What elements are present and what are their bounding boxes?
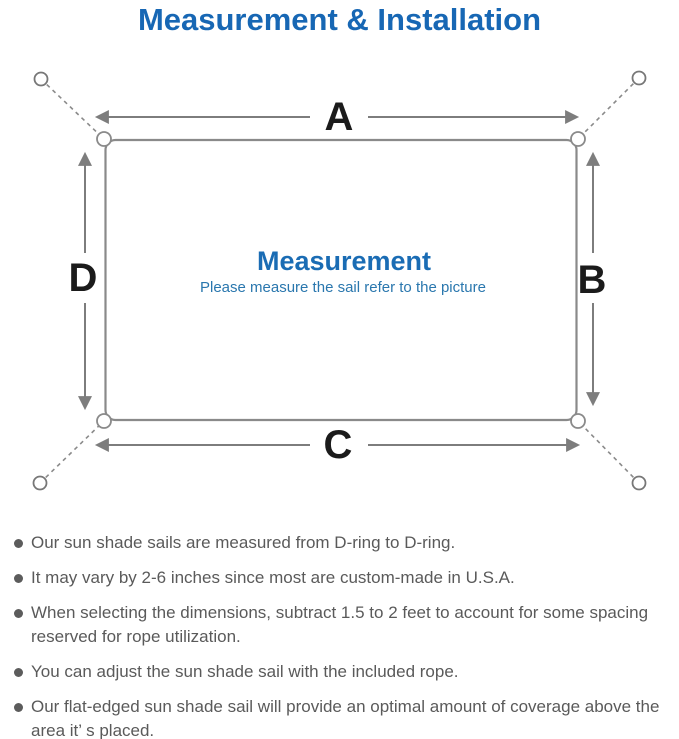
d-ring-top-left	[96, 131, 112, 147]
notes-list: Our sun shade sails are measured from D-…	[14, 531, 675, 739]
sail-rectangle	[104, 138, 578, 422]
list-item: You can adjust the sun shade sail with t…	[14, 660, 675, 684]
mount-ring-bottom-right	[631, 475, 647, 491]
d-ring-bottom-right	[570, 413, 586, 429]
rope-dashed-line-top-right	[575, 77, 640, 142]
dimension-label-b: B	[578, 258, 607, 302]
instruction-notes: Our sun shade sails are measured from D-…	[0, 524, 679, 739]
sail-measurement-diagram: A C D B Measurement Please measure the s…	[32, 70, 647, 491]
note-text: Our flat-edged sun shade sail will provi…	[31, 697, 660, 739]
bullet-icon	[14, 609, 23, 618]
bullet-icon	[14, 539, 23, 548]
mount-ring-top-left	[33, 71, 49, 87]
bullet-icon	[14, 668, 23, 677]
d-ring-bottom-left	[96, 413, 112, 429]
list-item: When selecting the dimensions, subtract …	[14, 601, 675, 649]
list-item: Our flat-edged sun shade sail will provi…	[14, 695, 675, 739]
rope-dashed-line-top-left	[40, 78, 107, 142]
mount-ring-bottom-left	[32, 475, 48, 491]
note-text: It may vary by 2-6 inches since most are…	[31, 568, 515, 587]
bullet-icon	[14, 574, 23, 583]
dimension-label-d: D	[69, 256, 98, 300]
note-text: When selecting the dimensions, subtract …	[31, 603, 649, 646]
dimension-label-c: C	[324, 423, 353, 467]
diagram-center-title: Measurement	[257, 246, 431, 276]
list-item: It may vary by 2-6 inches since most are…	[14, 566, 675, 590]
rope-dashed-line-bottom-right	[575, 418, 640, 484]
note-text: Our sun shade sails are measured from D-…	[31, 533, 456, 552]
bullet-icon	[14, 703, 23, 712]
dimension-label-a: A	[325, 95, 354, 139]
mount-ring-top-right	[631, 70, 647, 86]
d-ring-top-right	[570, 131, 586, 147]
page-title: Measurement & Installation	[137, 2, 542, 37]
rope-dashed-line-bottom-left	[39, 418, 107, 484]
note-text: You can adjust the sun shade sail with t…	[31, 662, 459, 681]
list-item: Our sun shade sails are measured from D-…	[14, 531, 675, 555]
diagram-center-subtitle: Please measure the sail refer to the pic…	[200, 279, 486, 296]
